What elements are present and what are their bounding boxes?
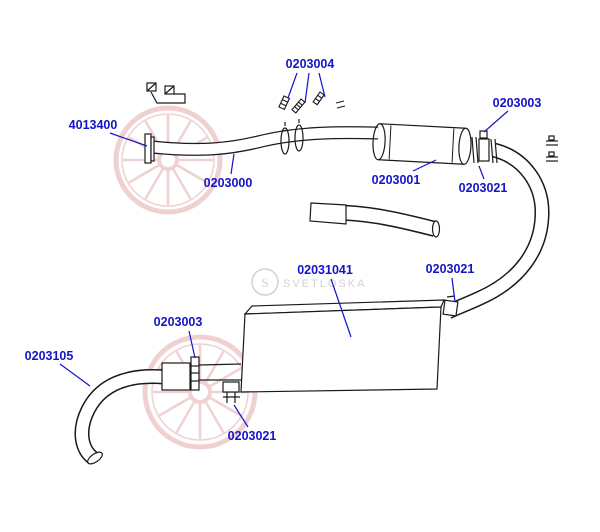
part-label-0203021-bottom[interactable]: 0203021 (227, 429, 277, 443)
watermark-initial: S (261, 275, 268, 290)
downpipe-s-curve (444, 142, 550, 319)
rear-muffler (240, 299, 445, 393)
leader-lines (59, 72, 509, 428)
muffler-outlet-hardware (471, 130, 498, 164)
tailpipe (74, 369, 165, 465)
front-pipe-clamp-rings (280, 119, 304, 155)
front-flange (144, 133, 155, 164)
part-label-0203021-top[interactable]: 0203021 (458, 181, 508, 195)
part-label-0203003-top[interactable]: 0203003 (492, 96, 542, 110)
front-pipe (151, 126, 379, 156)
part-label-02031041[interactable]: 02031041 (297, 263, 353, 277)
part-label-0203004[interactable]: 0203004 (285, 57, 335, 71)
rear-outlet-hardware (161, 356, 242, 403)
part-label-4013400[interactable]: 4013400 (68, 118, 118, 132)
watermark-brand-text: SVETLOSKA (283, 278, 366, 290)
watermark-wheel-top-icon (113, 105, 223, 215)
rear-inlet-clamp (442, 295, 459, 317)
fastener-parts (278, 91, 346, 114)
part-label-0203105[interactable]: 0203105 (24, 349, 74, 363)
middle-muffler (372, 123, 472, 165)
edge-clamp-symbols (546, 135, 558, 162)
part-label-0203000[interactable]: 0203000 (203, 176, 253, 190)
connector-pipe (309, 202, 441, 238)
hanger-bracket (146, 82, 186, 104)
part-label-0203003-bottom[interactable]: 0203003 (153, 315, 203, 329)
watermark-brand-stamp: S SVETLOSKA (251, 268, 366, 296)
part-label-0203021-mid[interactable]: 0203021 (425, 262, 475, 276)
part-label-0203001[interactable]: 0203001 (371, 173, 421, 187)
